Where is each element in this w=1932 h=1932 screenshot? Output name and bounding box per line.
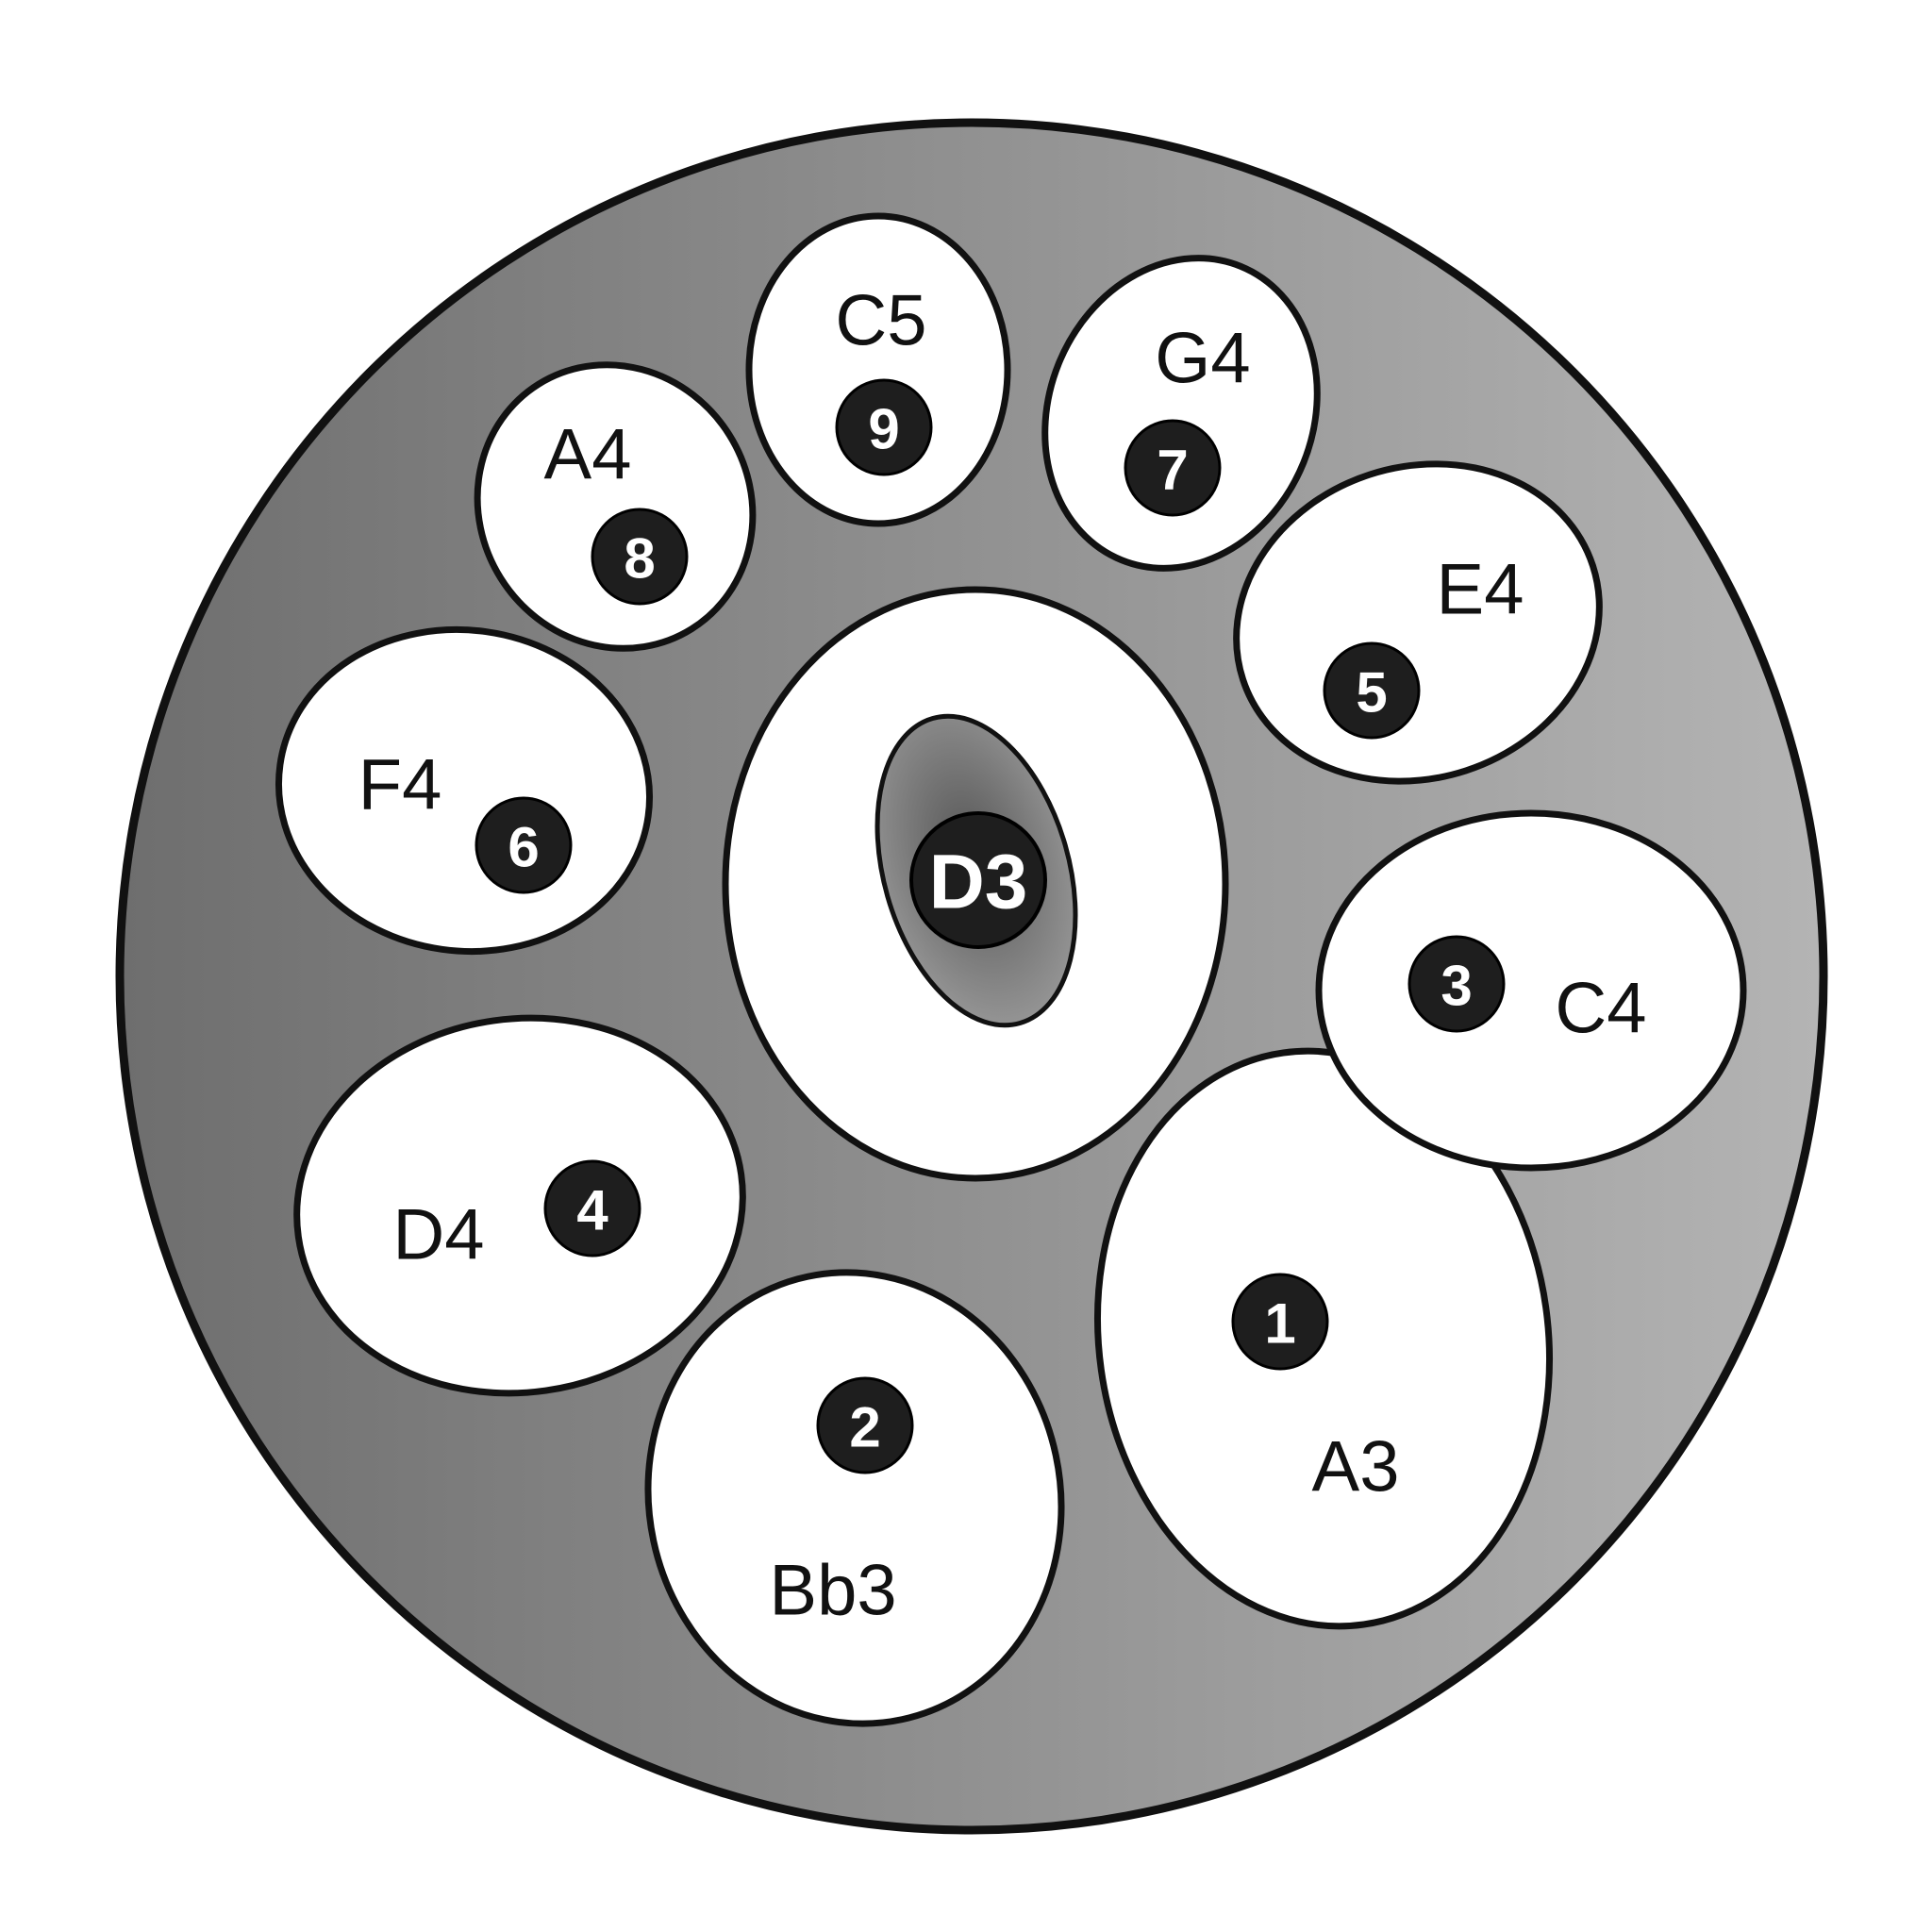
tone-field-c5[interactable]: 9 C5 [745, 212, 1011, 527]
tone-field-f4[interactable]: 6 F4 [258, 606, 670, 975]
tone-number-badge [1231, 1273, 1329, 1371]
tone-number-badge [1407, 935, 1506, 1033]
tone-number: 9 [868, 398, 899, 461]
tone-number: 8 [624, 527, 655, 591]
tone-field-bb3[interactable]: 2 Bb3 [607, 1234, 1103, 1762]
tone-number: 6 [508, 816, 539, 879]
tone-number-badge [816, 1376, 914, 1474]
tone-number-badge [1323, 641, 1421, 740]
tone-note-label: G4 [1155, 319, 1250, 399]
tone-note-label: C4 [1555, 969, 1646, 1049]
tone-field-shape [1315, 809, 1747, 1172]
tone-note-label: C5 [835, 281, 926, 361]
ding-badge [909, 811, 1047, 949]
tone-number-badge [1124, 419, 1222, 517]
tone-field-g4[interactable]: 7 G4 [999, 217, 1362, 609]
tone-note-label: A3 [1312, 1427, 1400, 1507]
tone-number: 3 [1441, 955, 1472, 1018]
tone-field-a4[interactable]: 8 A4 [425, 312, 807, 700]
tone-field-a3[interactable]: 1 A3 [1061, 1022, 1587, 1656]
tone-number: 5 [1356, 661, 1387, 724]
center-ding[interactable]: D3 [722, 586, 1229, 1182]
ding-note-label: D3 [929, 840, 1028, 925]
tone-field-shape [745, 212, 1011, 527]
tone-field-e4[interactable]: 5 E4 [1195, 418, 1641, 827]
tone-field-c4[interactable]: 3 C4 [1315, 809, 1747, 1172]
tone-number: 1 [1264, 1292, 1295, 1356]
tone-note-label: A4 [544, 415, 632, 495]
tone-field-d4[interactable]: 4 D4 [273, 990, 767, 1422]
tone-note-label: E4 [1437, 550, 1524, 630]
tone-note-label: F4 [358, 745, 442, 825]
tone-number-badge [835, 378, 933, 476]
tone-field-shape [644, 1269, 1065, 1727]
tone-field-shape [1041, 255, 1321, 572]
tone-note-label: Bb3 [769, 1551, 896, 1631]
tone-number-badge [591, 508, 689, 606]
tone-number: 2 [849, 1396, 880, 1459]
tone-note-label: D4 [392, 1195, 484, 1275]
tone-field-shape [293, 1014, 746, 1397]
tone-number-badge [543, 1159, 641, 1257]
tone-number: 4 [576, 1179, 608, 1242]
tone-number-badge [475, 796, 573, 894]
tone-field-shape [474, 361, 757, 652]
tone-number: 7 [1157, 439, 1188, 502]
